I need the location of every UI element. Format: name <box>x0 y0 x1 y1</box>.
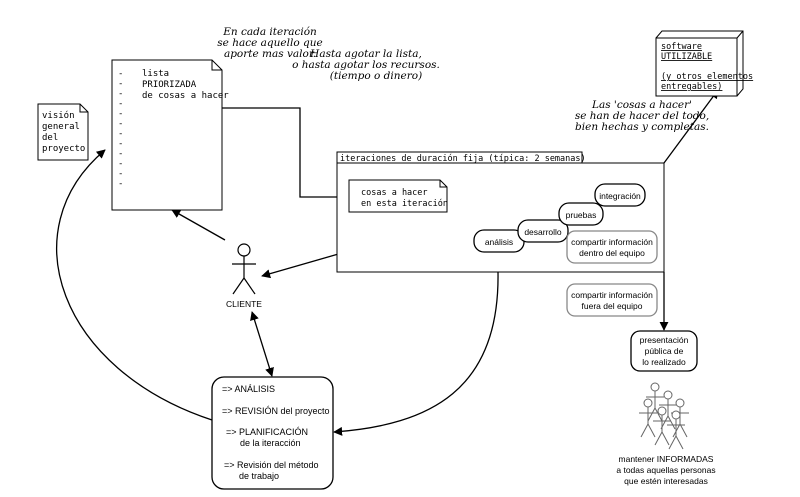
person-icon <box>639 398 657 438</box>
svg-text:presentación: presentación <box>640 335 689 345</box>
svg-text:PRIORIZADA: PRIORIZADA <box>142 80 197 90</box>
share-inside-team: compartir información dentro del equipo <box>566 230 658 264</box>
client-actor-icon <box>232 243 256 295</box>
svg-text:cosas a hacer: cosas a hacer <box>361 188 428 198</box>
svg-text:en esta iteración: en esta iteración <box>361 198 448 209</box>
priority-list-bullet: - <box>118 149 123 159</box>
step-integration: integración <box>594 183 646 207</box>
iteration-to-activities-arrow <box>333 271 499 436</box>
svg-text:o hasta agotar los recursos.: o hasta agotar los recursos. <box>292 59 440 71</box>
svg-text:a todas aquellas personas: a todas aquellas personas <box>616 465 715 475</box>
list-to-iteration-arrow <box>220 107 349 202</box>
priority-list-bullet: - <box>118 139 123 149</box>
svg-text:del: del <box>42 133 58 143</box>
priority-list-bullet: - <box>118 79 123 89</box>
svg-text:software: software <box>661 42 702 52</box>
svg-text:general: general <box>42 122 80 132</box>
svg-text:se hace aquello que: se hace aquello que <box>217 37 322 49</box>
svg-text:análisis: análisis <box>485 237 513 247</box>
svg-text:entregables): entregables) <box>661 82 722 92</box>
activity-project-review: => REVISIÓN del proyecto <box>222 406 330 416</box>
svg-text:de cosas a hacer: de cosas a hacer <box>142 91 229 101</box>
cycle-arrow-to-vision <box>56 149 213 421</box>
iteration-box: iteraciones de duración fija (típica: 2 … <box>336 151 665 273</box>
priority-list-bullet: - <box>118 109 123 119</box>
svg-text:mantener INFORMADAS: mantener INFORMADAS <box>619 454 714 464</box>
step-tests: pruebas <box>558 202 604 226</box>
priority-list-bullet: - <box>118 69 123 79</box>
activity-planning-sub: de la iteracción <box>240 438 301 448</box>
svg-text:(tiempo o dinero): (tiempo o dinero) <box>330 70 422 82</box>
vision-document: visión general del proyecto <box>37 103 89 161</box>
svg-text:pruebas: pruebas <box>566 210 597 220</box>
client-to-list-arrow <box>171 209 226 241</box>
person-icon <box>646 382 664 422</box>
svg-text:bien hechas y completas.: bien hechas y completas. <box>575 121 709 133</box>
svg-text:En cada iteración: En cada iteración <box>222 26 317 38</box>
activity-method-review: => Revisión del método <box>224 460 319 470</box>
svg-text:fuera del equipo: fuera del equipo <box>582 301 643 311</box>
svg-text:aporte mas valor.: aporte mas valor. <box>224 48 316 60</box>
activity-planning: => PLANIFICACIÓN <box>226 427 308 437</box>
priority-list-bullets: ------------ <box>118 69 123 189</box>
svg-text:(y otros elementos: (y otros elementos <box>661 72 753 82</box>
svg-text:que estén interesadas: que estén interesadas <box>624 476 708 486</box>
person-icon <box>667 410 685 450</box>
client-label: CLIENTE <box>226 299 262 309</box>
priority-list-bullet: - <box>118 159 123 169</box>
svg-text:UTILIZABLE: UTILIZABLE <box>661 52 712 62</box>
svg-text:Las 'cosas a hacer': Las 'cosas a hacer' <box>591 99 692 111</box>
iteration-to-software-arrow <box>663 89 719 164</box>
priority-list-bullet: - <box>118 129 123 139</box>
client-activities-arrow <box>250 311 274 377</box>
svg-text:dentro del equipo: dentro del equipo <box>579 248 645 258</box>
svg-text:compartir información: compartir información <box>571 237 653 247</box>
step-development: desarrollo <box>517 219 569 243</box>
stakeholders-icon <box>639 382 689 450</box>
svg-text:se han de hacer del todo,: se han de hacer del todo, <box>575 110 709 122</box>
step-analysis: análisis <box>473 229 525 253</box>
svg-text:integración: integración <box>599 191 641 201</box>
software-deliverable-box: software UTILIZABLE (y otros elementos e… <box>655 30 753 97</box>
svg-text:compartir información: compartir información <box>571 290 653 300</box>
priority-list-bullet: - <box>118 119 123 129</box>
person-icon <box>653 406 671 446</box>
svg-text:Hasta agotar la lista,: Hasta agotar la lista, <box>309 48 422 60</box>
svg-text:lista: lista <box>142 69 169 79</box>
priority-list-document: ------------ lista PRIORIZADA de cosas a… <box>111 59 229 211</box>
svg-text:desarrollo: desarrollo <box>524 227 562 237</box>
priority-list-bullet: - <box>118 89 123 99</box>
svg-text:visión: visión <box>42 110 75 121</box>
priority-list-bullet: - <box>118 169 123 179</box>
activities-box: => ANÁLISIS => REVISIÓN del proyecto => … <box>211 376 334 490</box>
note-until-exhausted: Hasta agotar la lista, o hasta agotar lo… <box>292 48 440 82</box>
share-outside-team: compartir información fuera del equipo <box>566 283 658 317</box>
activity-analysis: => ANÁLISIS <box>222 384 275 394</box>
iteration-title: iteraciones de duración fija (típica: 2 … <box>340 153 586 164</box>
iteration-todo-document: cosas a hacer en esta iteración <box>348 179 448 213</box>
stakeholders-note: mantener INFORMADAS a todas aquellas per… <box>616 454 715 486</box>
priority-list-bullet: - <box>118 179 123 189</box>
note-iteration-value: En cada iteración se hace aquello que ap… <box>217 26 322 60</box>
svg-text:pública de: pública de <box>645 346 684 356</box>
note-things-to-do: Las 'cosas a hacer' se han de hacer del … <box>575 99 709 133</box>
svg-text:lo realizado: lo realizado <box>642 357 686 367</box>
activity-method-review-sub: de trabajo <box>239 471 279 481</box>
svg-text:proyecto: proyecto <box>42 144 85 154</box>
priority-list-bullet: - <box>118 99 123 109</box>
public-presentation: presentación pública de lo realizado <box>630 330 698 372</box>
